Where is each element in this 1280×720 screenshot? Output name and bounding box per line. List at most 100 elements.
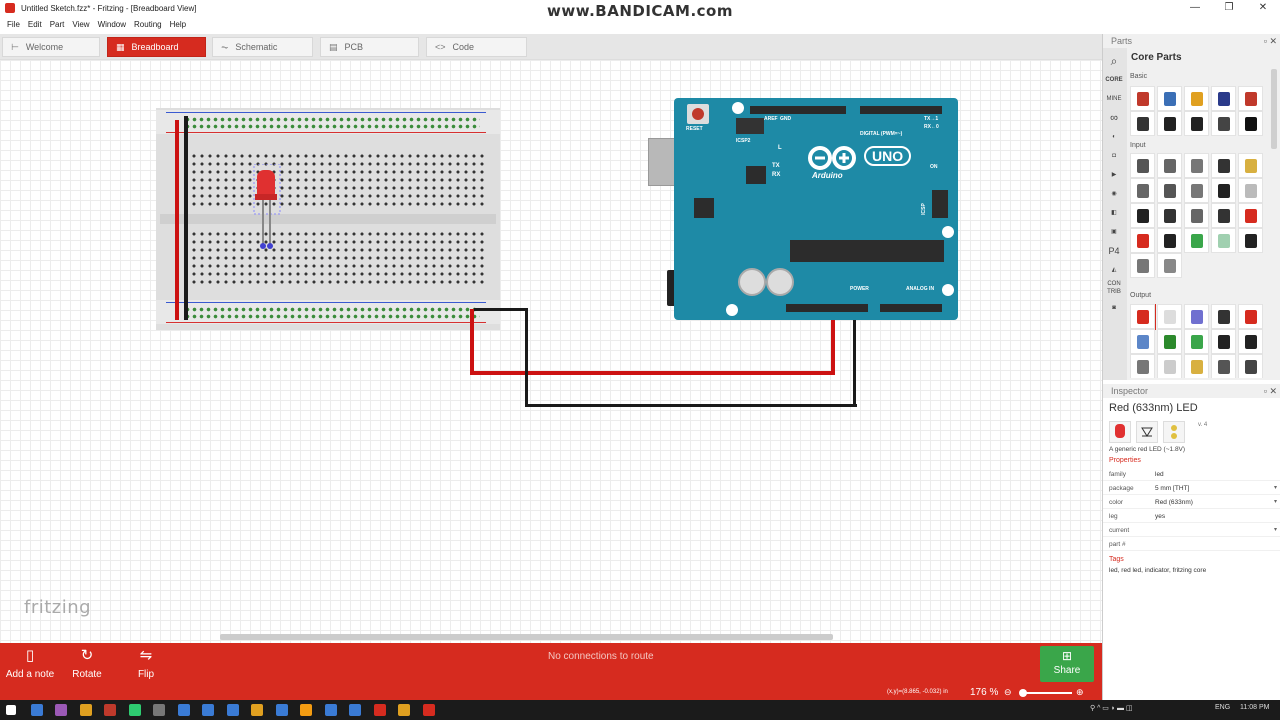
taskbar-app-icon[interactable] (373, 704, 386, 716)
language-indicator[interactable]: ENG (1215, 704, 1231, 711)
menu-part[interactable]: Part (49, 19, 65, 29)
red-wire-segment[interactable] (470, 371, 835, 375)
taskbar-app-icon[interactable] (422, 704, 435, 716)
tab-breadboard[interactable]: ▦ Breadboard (107, 37, 206, 57)
black-wire-segment[interactable] (525, 308, 528, 407)
part-tile[interactable] (1157, 253, 1182, 278)
property-value[interactable]: 5 mm [THT] (1155, 485, 1190, 492)
bin-contrib[interactable]: CON TRIB (1107, 281, 1121, 295)
part-tile[interactable] (1130, 329, 1155, 354)
panel-controls[interactable]: ▫ ✕ (1263, 36, 1277, 46)
add-note-button[interactable]: ▯ Add a note (2, 647, 58, 680)
clock[interactable]: 11:08 PM (1240, 704, 1270, 711)
close-button[interactable]: ✕ (1258, 2, 1268, 13)
share-button[interactable]: ⊞ Share (1040, 646, 1094, 682)
bin-infinity[interactable]: ∞ (1110, 112, 1118, 124)
part-tile[interactable] (1211, 354, 1236, 378)
part-tile[interactable] (1238, 354, 1263, 378)
red-led[interactable] (252, 164, 282, 250)
taskbar-app-icon[interactable] (300, 704, 312, 716)
panel-controls[interactable]: ▫ ✕ (1263, 386, 1277, 396)
reset-button[interactable] (687, 104, 709, 124)
windows-start-icon[interactable] (6, 705, 16, 715)
part-tile[interactable] (1238, 304, 1263, 329)
tray-icons[interactable]: ⚲ ^ ▭ ◗ ▬ ◫ (1090, 705, 1133, 712)
bin-icon[interactable]: ▣ (1111, 229, 1117, 235)
part-tile[interactable] (1157, 304, 1182, 329)
part-tile[interactable] (1184, 203, 1209, 228)
tab-schematic[interactable]: ⏦ Schematic (212, 37, 313, 57)
part-tile[interactable] (1184, 111, 1209, 136)
breadboard-canvas[interactable]: RESET AREF GND TX→1 RX←0 DIGITAL (PWM=~)… (0, 60, 1102, 643)
part-tile[interactable] (1130, 178, 1155, 203)
taskbar-app-icon[interactable] (55, 704, 67, 716)
rotate-button[interactable]: ↻ Rotate (66, 647, 108, 680)
menu-help[interactable]: Help (169, 19, 187, 29)
black-wire-segment[interactable] (525, 404, 857, 407)
part-tile[interactable] (1184, 86, 1209, 111)
part-tile[interactable] (1211, 203, 1236, 228)
chevron-down-icon[interactable]: ▾ (1273, 485, 1277, 491)
black-jumper-wire[interactable] (184, 116, 188, 320)
bin-icon[interactable]: ◉ (1111, 191, 1117, 197)
bin-icon[interactable]: ◘ (1112, 153, 1116, 159)
part-tile[interactable] (1157, 354, 1182, 378)
taskbar-app-icon[interactable] (349, 704, 361, 716)
bin-icon[interactable]: ◐ (1112, 134, 1116, 140)
taskbar-app-icon[interactable] (153, 704, 165, 716)
part-tile[interactable] (1130, 354, 1155, 378)
part-tile[interactable] (1157, 228, 1182, 253)
part-tile[interactable] (1211, 178, 1236, 203)
horizontal-scrollbar[interactable] (220, 634, 833, 640)
taskbar-app-icon[interactable] (226, 704, 239, 716)
part-tile[interactable] (1157, 203, 1182, 228)
chevron-down-icon[interactable]: ▾ (1273, 527, 1277, 533)
part-tile[interactable] (1184, 354, 1209, 378)
breadboard[interactable] (156, 108, 500, 330)
part-tile[interactable] (1238, 178, 1263, 203)
zoom-slider-track[interactable] (1022, 692, 1072, 694)
tab-welcome[interactable]: ⊢ Welcome (2, 37, 100, 57)
tab-code[interactable]: <> Code (426, 37, 527, 57)
zoom-slider-handle[interactable] (1019, 689, 1027, 697)
part-tile[interactable] (1238, 111, 1263, 136)
red-jumper-wire[interactable] (175, 120, 179, 320)
part-tile[interactable] (1130, 304, 1156, 330)
taskbar-app-icon[interactable] (30, 704, 43, 716)
part-tile[interactable] (1184, 304, 1209, 329)
taskbar-app-icon[interactable] (128, 704, 141, 716)
part-tile[interactable] (1157, 153, 1182, 178)
chevron-down-icon[interactable]: ▾ (1273, 499, 1277, 505)
part-tile[interactable] (1211, 228, 1236, 253)
bin-icon[interactable]: ◙ (1112, 305, 1116, 311)
part-tile[interactable] (1130, 86, 1155, 111)
black-wire-segment[interactable] (853, 310, 856, 407)
bin-mine[interactable]: MINE (1106, 96, 1122, 102)
part-tile[interactable] (1238, 228, 1263, 253)
part-tile[interactable] (1130, 153, 1155, 178)
tab-pcb[interactable]: ▤ PCB (320, 37, 419, 57)
taskbar-app-icon[interactable] (324, 704, 337, 716)
red-wire-segment[interactable] (470, 309, 474, 375)
part-tile[interactable] (1157, 111, 1182, 136)
part-tile[interactable] (1211, 304, 1236, 329)
part-tile[interactable] (1184, 329, 1209, 354)
zoom-out-icon[interactable]: ⊖ (1004, 687, 1012, 697)
menu-view[interactable]: View (72, 19, 90, 29)
part-tile[interactable] (1157, 329, 1182, 354)
part-tile[interactable] (1238, 203, 1263, 228)
menu-edit[interactable]: Edit (27, 19, 42, 29)
part-tile[interactable] (1157, 86, 1182, 111)
part-tile[interactable] (1238, 153, 1263, 178)
part-tile[interactable] (1130, 253, 1155, 278)
taskbar-app-icon[interactable] (275, 704, 288, 716)
part-tile[interactable] (1184, 178, 1209, 203)
part-tile[interactable] (1238, 86, 1263, 111)
zoom-in-icon[interactable]: ⊕ (1076, 687, 1084, 697)
taskbar-app-icon[interactable] (79, 704, 92, 716)
taskbar-app-icon[interactable] (251, 704, 263, 716)
bin-p4[interactable]: P4 (1108, 246, 1120, 256)
bin-icon[interactable]: ▶ (1111, 172, 1117, 178)
